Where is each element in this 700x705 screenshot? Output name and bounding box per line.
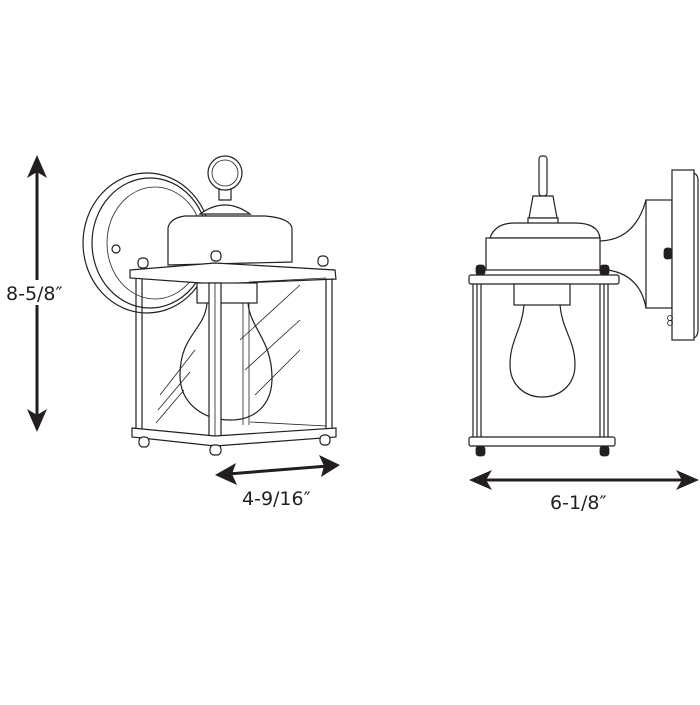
extension-dimension-arrow bbox=[469, 470, 699, 490]
width-dimension-arrow bbox=[215, 455, 340, 485]
height-dimension-label: 8-5/8″ bbox=[6, 283, 63, 305]
extension-dimension-label: 6-1/8″ bbox=[550, 492, 607, 514]
front-view-lantern bbox=[82, 155, 337, 456]
width-dimension-label: 4-9/16″ bbox=[242, 488, 311, 510]
height-dimension-arrow bbox=[27, 155, 47, 432]
side-view-lantern bbox=[468, 155, 699, 457]
